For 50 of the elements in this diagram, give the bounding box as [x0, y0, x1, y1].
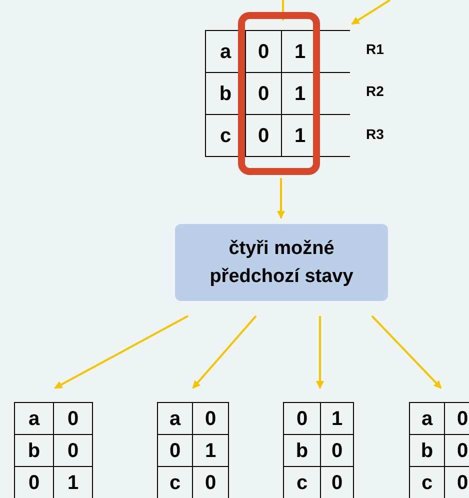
state-table — [205, 30, 350, 157]
table-cell-text: 0 — [456, 408, 468, 428]
table-cell-text: 1 — [331, 408, 343, 428]
table-cell-text: c — [169, 472, 181, 492]
table-cell-text: 0 — [331, 440, 343, 460]
table-cell-text: b — [28, 440, 40, 460]
table-cell-text: a — [421, 408, 433, 428]
state-table — [14, 402, 93, 498]
arrow — [371, 315, 442, 389]
table-cell-text: 0 — [28, 472, 40, 492]
arrow — [192, 315, 257, 389]
row-label: R2 — [366, 84, 384, 98]
table-cell-text: a — [220, 42, 232, 62]
state-table — [283, 402, 354, 498]
table-cell-text: 1 — [204, 440, 216, 460]
table-cell-text: b — [420, 440, 434, 460]
process-box — [175, 224, 388, 301]
arrow — [54, 315, 188, 389]
table-cell-text: 0 — [258, 126, 270, 146]
table-cell-text: 1 — [294, 42, 306, 62]
arrow — [351, 0, 391, 25]
table-cell-text: a — [28, 408, 40, 428]
table-cell-text: 0 — [296, 408, 308, 428]
table-cell-text: 0 — [204, 472, 216, 492]
table-cell-text: 0 — [258, 84, 270, 104]
table-cell-text: 0 — [258, 42, 270, 62]
table-cell-text: c — [421, 472, 433, 492]
table-cell-text: a — [169, 408, 181, 428]
table-cell-text: b — [296, 440, 308, 460]
state-table — [409, 402, 469, 498]
arrow — [316, 316, 324, 389]
table-cell-text: c — [296, 472, 308, 492]
table-cell-text: 1 — [67, 472, 79, 492]
table-cell-text: 0 — [67, 408, 79, 428]
row-label: R3 — [366, 127, 384, 141]
row-label: R1 — [366, 42, 384, 56]
table-cell-text: 1 — [294, 84, 306, 104]
table-cell-text: 0 — [204, 408, 216, 428]
table-cell-text: 0 — [169, 440, 181, 460]
table-cell-text: b — [219, 84, 232, 104]
state-table — [157, 402, 229, 498]
table-cell-text: 0 — [456, 472, 468, 492]
box-label: čtyři možné předchozí stavy — [208, 236, 354, 288]
table-cell-text: 0 — [67, 440, 79, 460]
arrow — [277, 178, 285, 219]
table-cell-text: 1 — [294, 126, 306, 146]
table-cell-text: c — [220, 126, 232, 146]
arrow — [279, 0, 287, 21]
table-cell-text: 0 — [331, 472, 343, 492]
table-cell-text: 0 — [456, 440, 468, 460]
